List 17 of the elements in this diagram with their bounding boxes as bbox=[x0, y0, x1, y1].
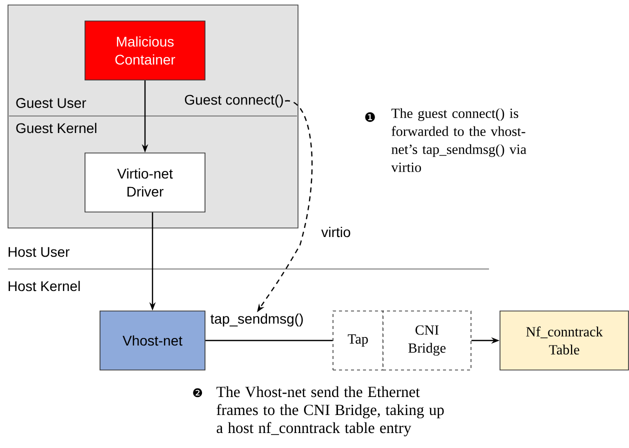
edge-label: virtio bbox=[321, 226, 350, 238]
region-label: Host User bbox=[8, 247, 70, 257]
note-text: The Vhost-net send the Ethernet frames to the CNI Bridge, taking up a host nf_conntrack table entry bbox=[216, 386, 444, 436]
bridge-box: CNI Bridge bbox=[382, 310, 472, 370]
call-label: tap_sendmsg() bbox=[210, 313, 303, 327]
call-label: Guest connect() bbox=[184, 94, 283, 108]
region-label: Host Kernel bbox=[8, 280, 80, 292]
tap-box: Tap bbox=[332, 310, 384, 370]
note-text: The guest connect() is forwarded to the vhost-net’s tap_sendmsg() via virtio bbox=[391, 108, 526, 172]
container-box: Malicious Container bbox=[84, 20, 206, 80]
step-number: ❷ bbox=[193, 388, 202, 398]
step-number: ❶ bbox=[365, 112, 375, 122]
region-label: Guest User bbox=[16, 98, 86, 108]
table-box: Nf_conntrack Table bbox=[500, 310, 629, 370]
region-label: Guest Kernel bbox=[16, 122, 96, 134]
driver-box: Virtio-net Driver bbox=[84, 152, 206, 212]
vhost-box: Vhost-net bbox=[100, 310, 206, 370]
